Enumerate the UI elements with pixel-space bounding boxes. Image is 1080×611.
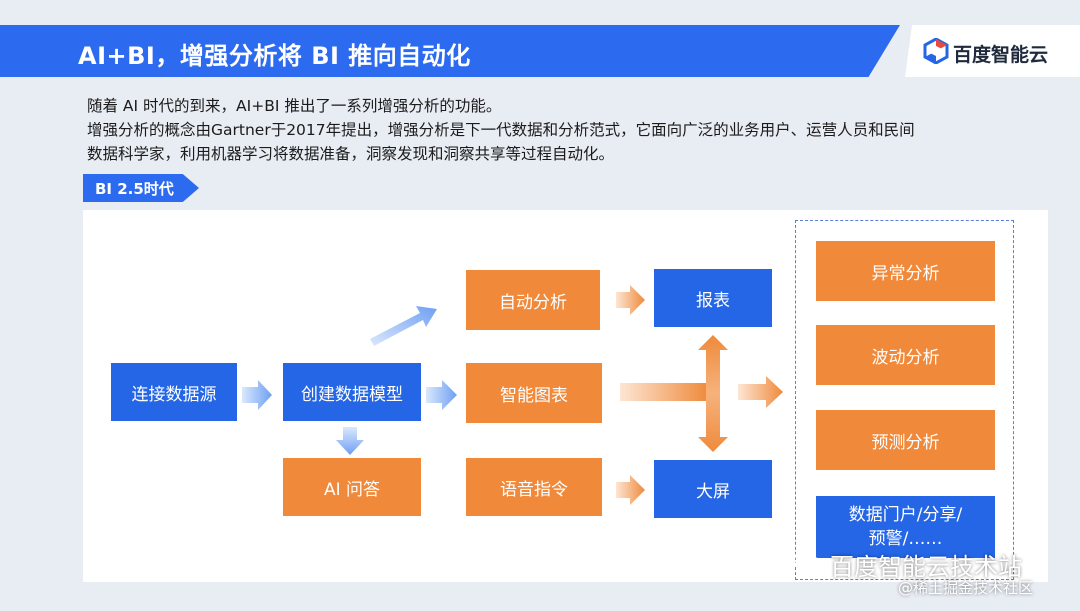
node-smart-chart: 智能图表 bbox=[466, 363, 602, 423]
node-data-portal-line-2: 预警/…… bbox=[868, 529, 943, 549]
node-report: 报表 bbox=[654, 269, 772, 327]
node-fluctuation-analysis: 波动分析 bbox=[816, 325, 995, 385]
watermark-secondary: @稀土掘金技术社区 bbox=[898, 579, 1034, 597]
node-connect-source: 连接数据源 bbox=[111, 363, 237, 421]
intro-text: 随着 AI 时代的到来，AI+BI 推出了一系列增强分析的功能。 增强分析的概念… bbox=[87, 94, 1047, 166]
node-create-model: 创建数据模型 bbox=[283, 363, 421, 421]
title-bar bbox=[0, 25, 900, 77]
node-data-portal: 数据门户/分享/ 预警/…… bbox=[816, 496, 995, 558]
watermark-primary: 百度智能云技术站 bbox=[830, 553, 1022, 581]
page-title: AI+BI，增强分析将 BI 推向自动化 bbox=[78, 42, 471, 70]
baidu-cloud-logo-icon bbox=[923, 38, 949, 64]
intro-line-1: 随着 AI 时代的到来，AI+BI 推出了一系列增强分析的功能。 bbox=[87, 97, 502, 115]
logo-text: 百度智能云 bbox=[953, 44, 1049, 66]
era-tag bbox=[83, 174, 199, 202]
node-auto-analysis: 自动分析 bbox=[466, 270, 600, 330]
node-forecast-analysis: 预测分析 bbox=[816, 410, 995, 470]
node-data-portal-line-1: 数据门户/分享/ bbox=[848, 505, 963, 525]
node-anomaly-analysis: 异常分析 bbox=[816, 241, 995, 301]
node-ai-qa: AI 问答 bbox=[283, 458, 421, 516]
node-voice-command: 语音指令 bbox=[466, 458, 602, 516]
intro-line-2: 增强分析的概念由Gartner于2017年提出，增强分析是下一代数据和分析范式，… bbox=[87, 121, 915, 139]
intro-line-3: 数据科学家，利用机器学习将数据准备，洞察发现和洞察共享等过程自动化。 bbox=[87, 145, 615, 163]
output-group-frame bbox=[795, 220, 1014, 580]
era-tag-label: BI 2.5时代 bbox=[95, 180, 174, 198]
node-big-screen: 大屏 bbox=[654, 460, 772, 518]
wechat-icon bbox=[793, 551, 823, 573]
